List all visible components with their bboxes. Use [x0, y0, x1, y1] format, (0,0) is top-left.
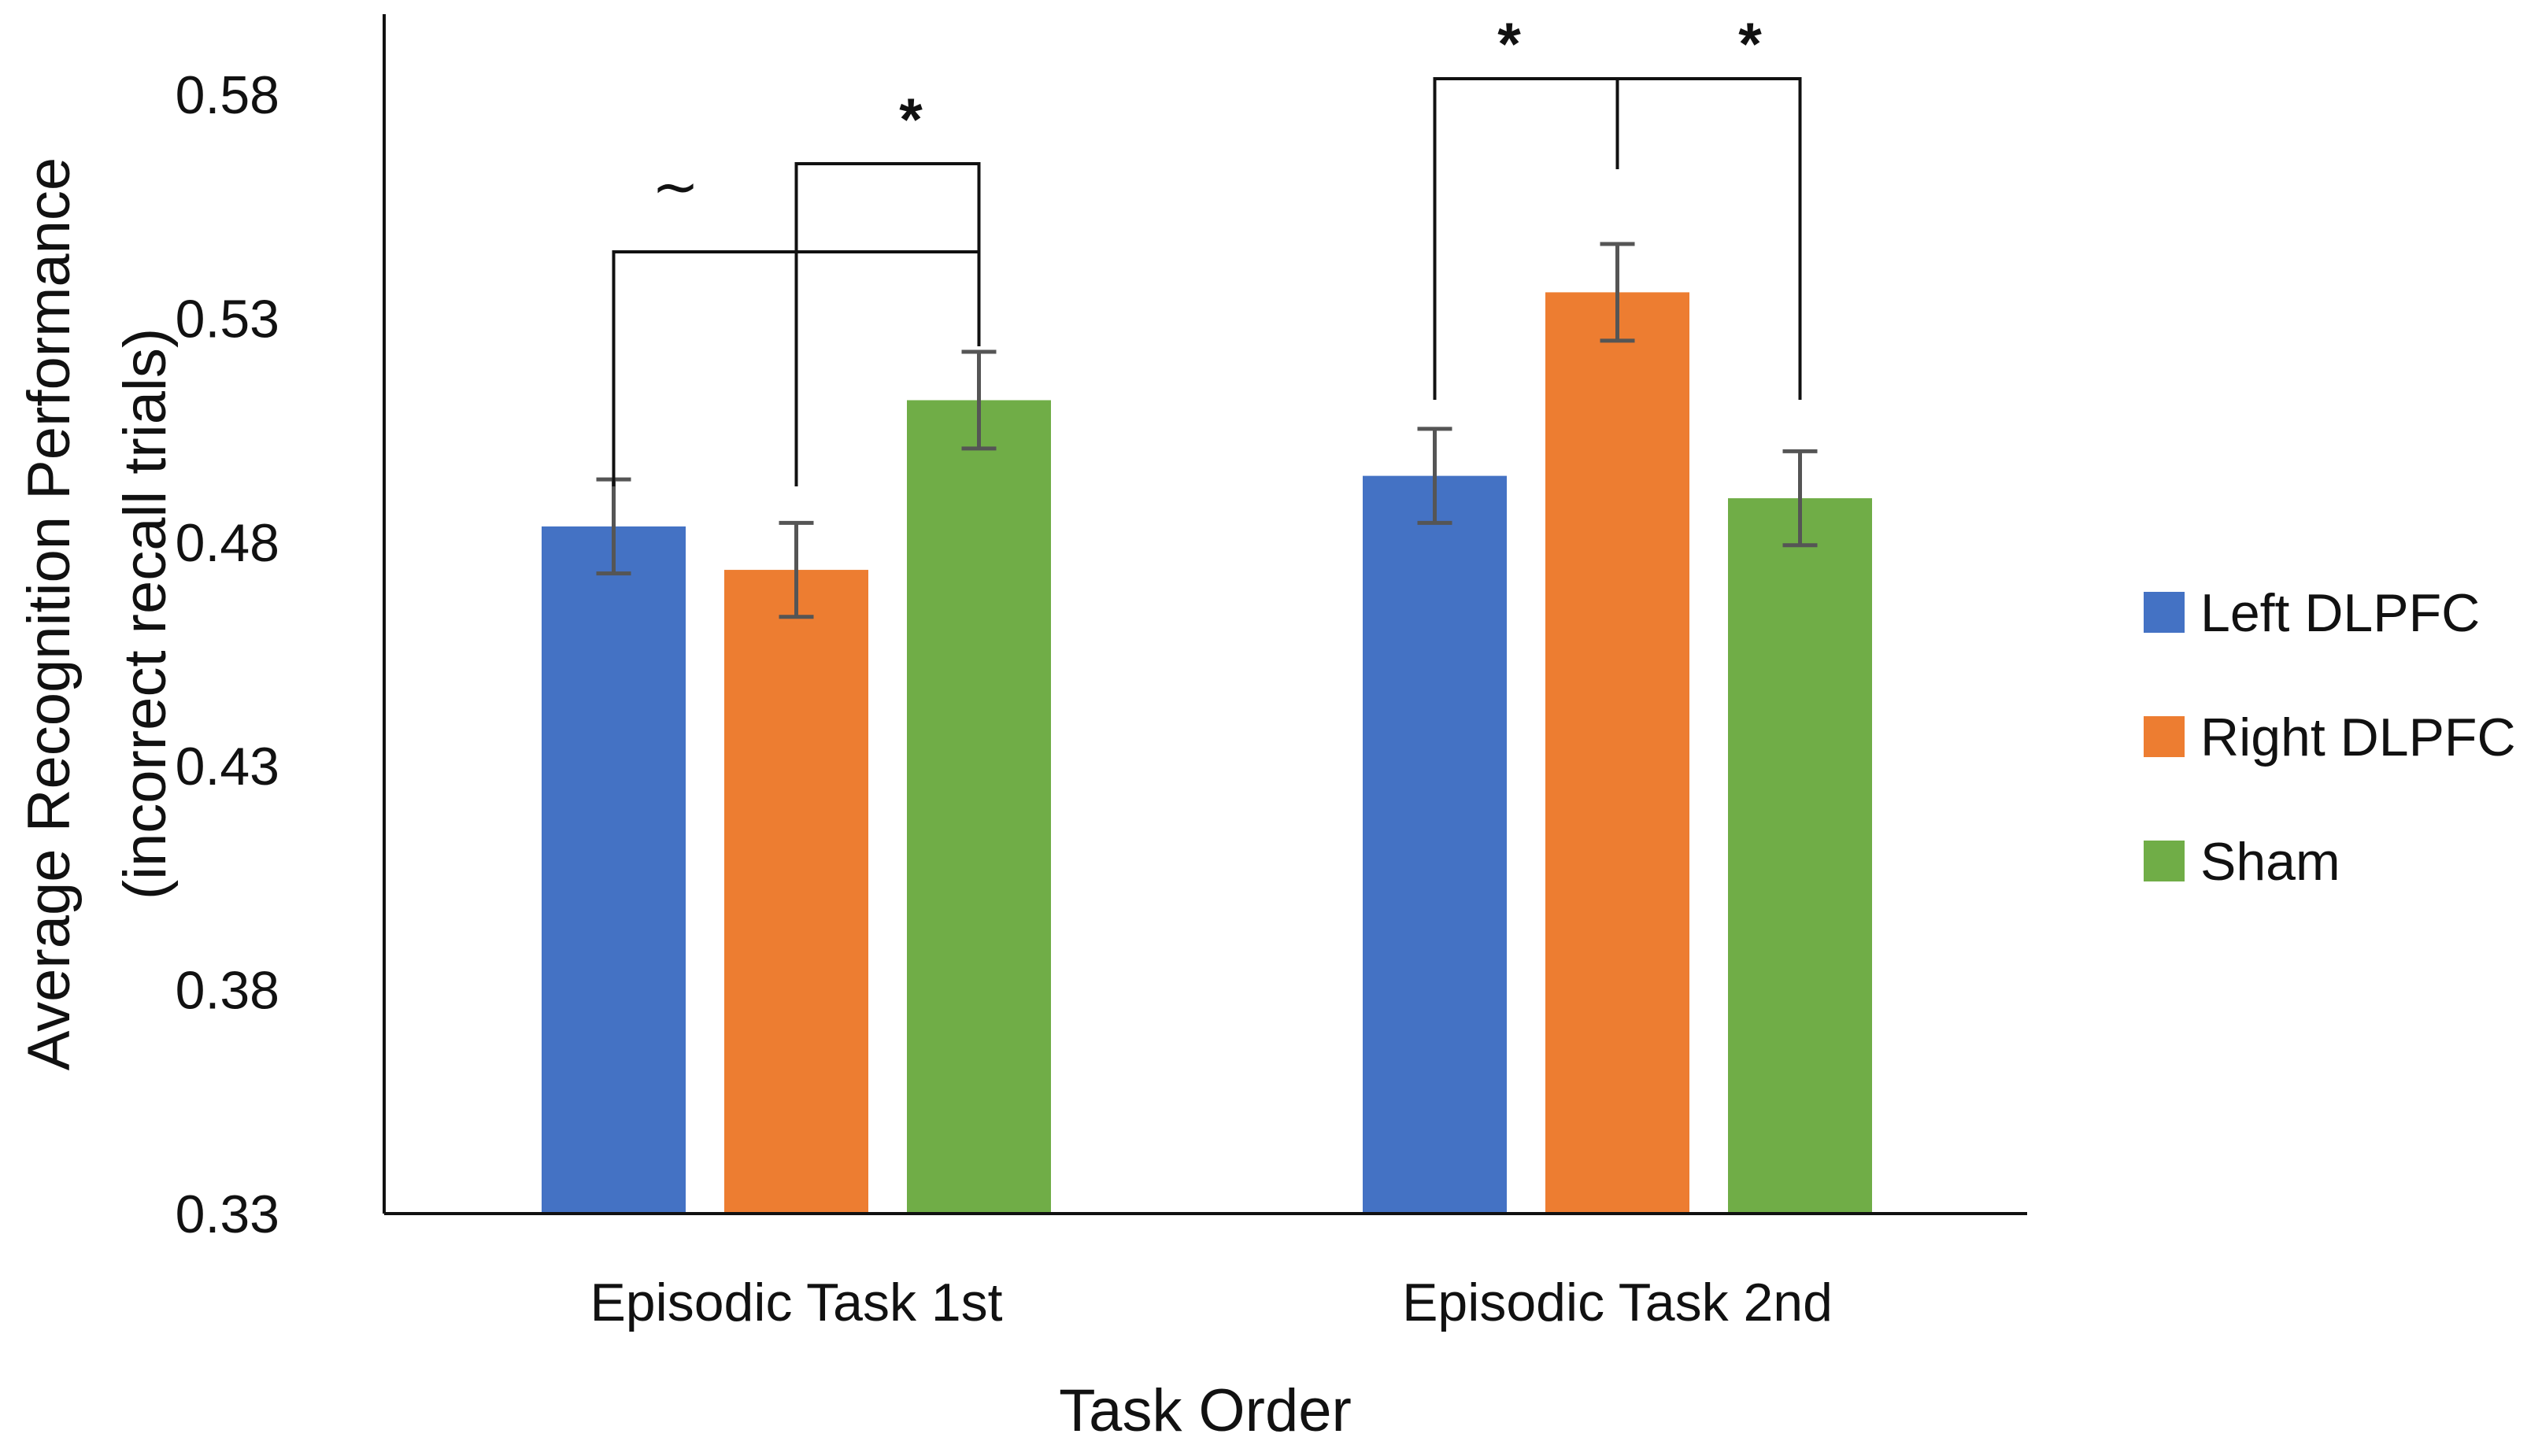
significance-bracket: ~: [612, 153, 981, 486]
error-bars: [596, 242, 1818, 619]
significance-marker: *: [1497, 11, 1521, 78]
y-tick-label: 0.43: [176, 737, 279, 796]
significance-bracket: *: [1615, 11, 1802, 400]
legend-swatch: [2144, 841, 2185, 881]
y-tick-label: 0.58: [176, 65, 279, 125]
y-tick-label: 0.33: [176, 1184, 279, 1244]
category-label: Episodic Task 1st: [590, 1273, 1002, 1332]
significance-marker: *: [1738, 11, 1762, 78]
legend-swatch: [2144, 716, 2185, 757]
significance-bracket: *: [794, 87, 981, 486]
bar-right-dlpfc-2: [1545, 292, 1689, 1214]
error-bar: [779, 520, 814, 619]
bar-sham-1: [907, 400, 1051, 1214]
error-bar: [1417, 427, 1452, 525]
legend-item: Sham: [2144, 832, 2340, 892]
bar-right-dlpfc-1: [724, 570, 868, 1214]
legend-label: Right DLPFC: [2200, 708, 2516, 767]
y-axis-title-line-2: (incorrect recall trials): [112, 328, 179, 900]
significance-brackets: ~ * * *: [612, 11, 1802, 486]
legend-item: Right DLPFC: [2144, 708, 2516, 767]
legend-item: Left DLPFC: [2144, 583, 2480, 643]
trend-marker: ~: [652, 153, 699, 220]
category-labels: Episodic Task 1st Episodic Task 2nd: [590, 1273, 1832, 1332]
error-bar: [1600, 242, 1635, 343]
legend-label: Sham: [2200, 832, 2340, 892]
bar-left-dlpfc-1: [542, 526, 686, 1214]
y-axis-title: Average Recognition Performance (incorre…: [16, 157, 179, 1070]
error-bar: [1782, 449, 1818, 548]
category-label: Episodic Task 2nd: [1402, 1273, 1833, 1332]
significance-marker: *: [899, 87, 923, 153]
y-tick-label: 0.48: [176, 513, 279, 573]
y-tick-label: 0.53: [176, 289, 279, 349]
y-tick-label: 0.38: [176, 961, 279, 1021]
bar-sham-2: [1728, 498, 1872, 1214]
legend: Left DLPFC Right DLPFC Sham: [2144, 583, 2516, 892]
bar-left-dlpfc-2: [1363, 475, 1507, 1214]
y-tick-labels: 0.58 0.53 0.48 0.43 0.38 0.33: [176, 65, 279, 1244]
x-axis-title: Task Order: [1059, 1377, 1352, 1444]
y-axis-title-line-1: Average Recognition Performance: [16, 157, 83, 1070]
bars: [542, 292, 1872, 1214]
legend-label: Left DLPFC: [2200, 583, 2480, 643]
error-bar: [961, 349, 997, 451]
legend-swatch: [2144, 592, 2185, 633]
